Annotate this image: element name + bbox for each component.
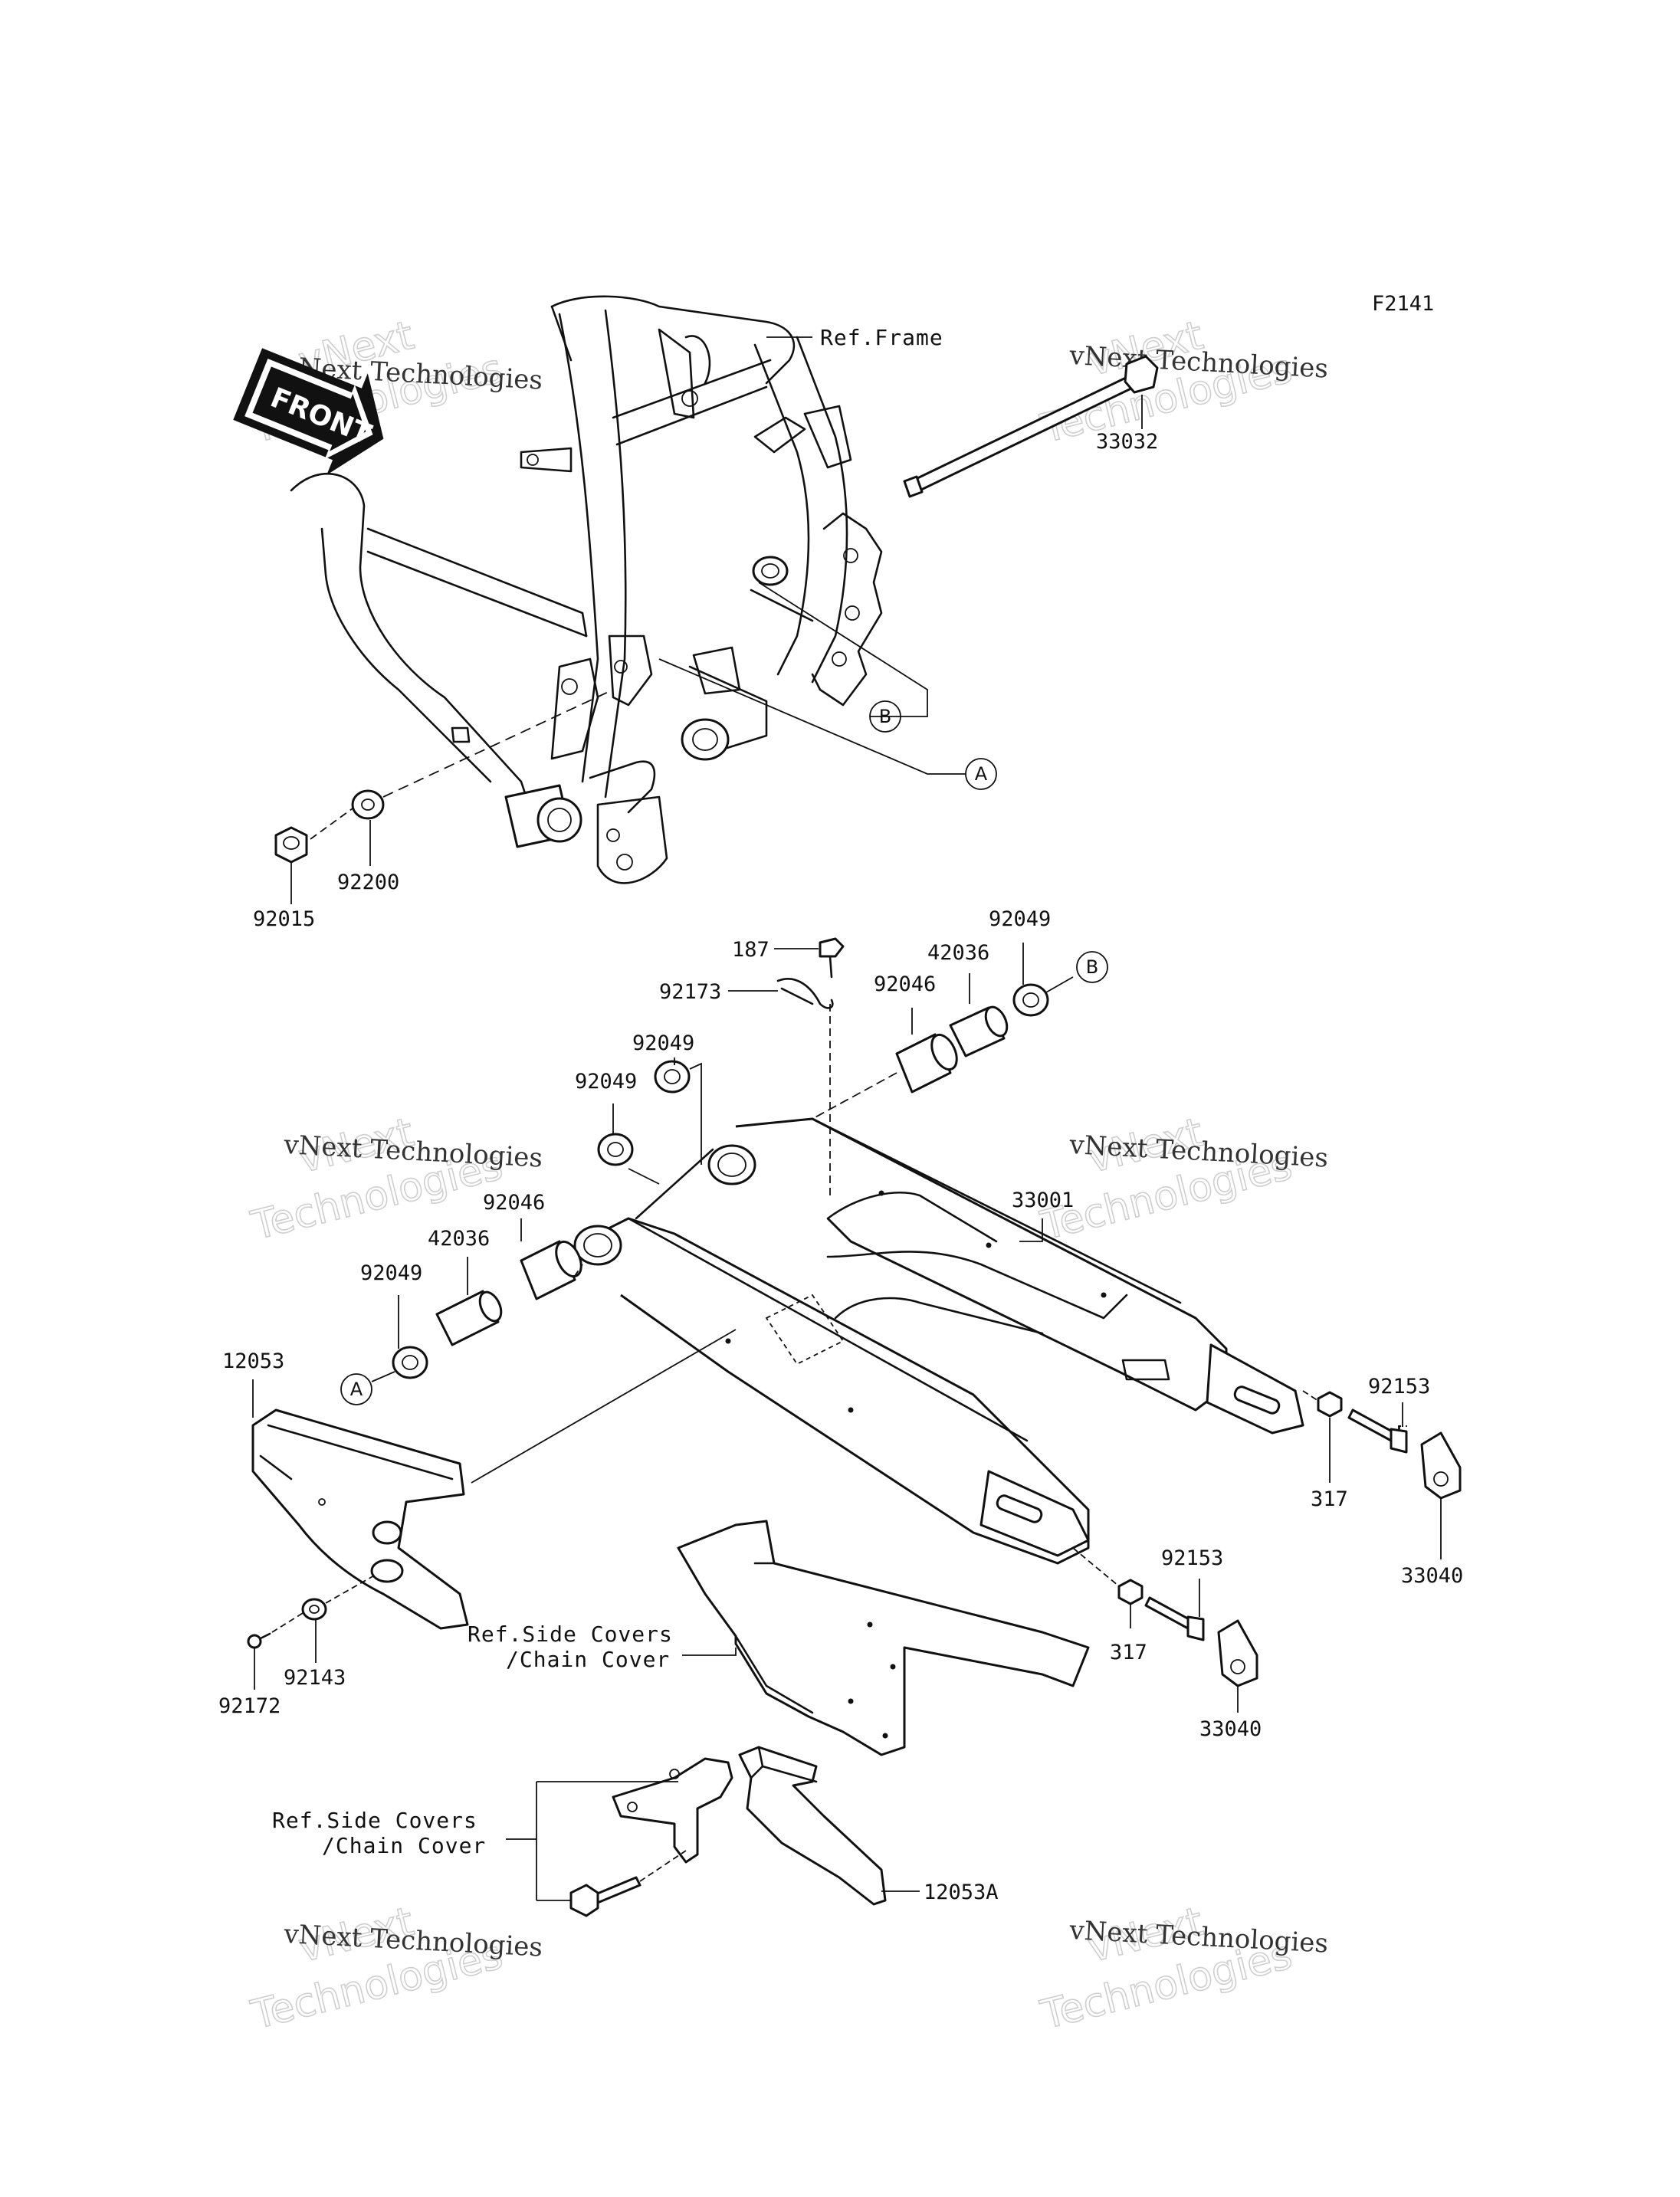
label-92153-right: 92153 (1368, 1375, 1430, 1399)
label-92200: 92200 (337, 871, 399, 894)
seal-92049-top (1012, 983, 1049, 1017)
watermark-mid-right: vNext Technologies (1035, 1109, 1297, 1250)
callout-a-top (965, 758, 997, 790)
label-42036-left: 42036 (428, 1227, 490, 1251)
axis-line-pivot (382, 689, 614, 798)
bearing-92046-top (895, 1033, 958, 1094)
bushing-42036-left (435, 1290, 503, 1346)
callout-a-mid-letter: A (350, 1379, 363, 1400)
bushing-42036-top (949, 1005, 1009, 1058)
leader-callout-b-mid (1045, 976, 1074, 993)
bolt-187 (819, 937, 845, 979)
bracket-line-92049-pair (689, 1062, 702, 1165)
watermark-mid-left: vNext Technologies (246, 1109, 507, 1250)
watermark-bottom-left: vNext Technologies (246, 1898, 507, 2039)
label-33040-mid: 33040 (1199, 1717, 1262, 1741)
adjuster-plate-33040-mid (1217, 1619, 1258, 1687)
label-317-right: 317 (1311, 1487, 1348, 1511)
nut-92015 (274, 826, 308, 864)
front-arrow-icon: FRONT (233, 348, 384, 475)
bearing-92046-left (520, 1240, 582, 1300)
leader-callout-b-top (758, 582, 928, 717)
axis-line-top-bearing (812, 1072, 897, 1120)
swingarm-33001 (573, 1117, 1304, 1565)
callout-b-mid-letter: B (1086, 956, 1098, 978)
label-187: 187 (732, 938, 769, 962)
label-92153-mid: 92153 (1161, 1546, 1223, 1570)
adjuster-plate-33040-right (1420, 1431, 1462, 1500)
label-12053: 12053 (222, 1349, 284, 1373)
clip-92173 (776, 978, 834, 1009)
seal-92049-left (392, 1346, 428, 1379)
ref-side-covers-1-line2: /Chain Cover (506, 1647, 670, 1672)
label-92049-a: 92049 (575, 1070, 637, 1094)
label-33032: 33032 (1096, 430, 1158, 454)
bracket-drawing (612, 1757, 733, 1864)
figure-code: F2141 (1372, 292, 1434, 316)
nut-317-mid (1117, 1579, 1144, 1605)
nut-317-right (1317, 1391, 1343, 1418)
callout-b-mid (1076, 951, 1108, 983)
label-92172: 92172 (218, 1694, 281, 1718)
watermark-bottom-right: vNext Technologies (1035, 1898, 1297, 2039)
flange-bolt (569, 1876, 641, 1917)
chain-guide-12053A (738, 1746, 887, 1906)
axis-line-chain-guide (471, 1329, 737, 1484)
seal-92049-a (597, 1133, 634, 1166)
callout-b-top (869, 700, 901, 733)
frame-drawing (290, 295, 883, 884)
washer-92200 (351, 789, 385, 820)
label-12053A: 12053A (924, 1881, 999, 1904)
label-42036-top: 42036 (927, 941, 989, 965)
chain-cover-drawing (677, 1520, 1090, 1756)
leader-33001 (1019, 1218, 1043, 1242)
leader-callout-a-top (658, 658, 966, 775)
callout-b-top-letter: B (879, 706, 891, 727)
callout-a-top-letter: A (975, 763, 988, 785)
bolt-92153-mid (1144, 1596, 1205, 1641)
ref-frame-label: Ref.Frame (820, 325, 943, 350)
screw-92172 (247, 1632, 271, 1649)
axis-line-nut (310, 808, 353, 840)
label-33001: 33001 (1012, 1189, 1074, 1212)
label-92049-top: 92049 (989, 907, 1051, 931)
callout-a-mid (340, 1373, 372, 1405)
label-92143: 92143 (284, 1666, 346, 1690)
label-33040-right: 33040 (1401, 1564, 1463, 1588)
label-92046-left: 92046 (483, 1191, 545, 1215)
leader-callout-a-mid (371, 1371, 395, 1382)
label-92046-top: 92046 (874, 972, 936, 996)
label-317-mid: 317 (1110, 1641, 1147, 1664)
label-92015: 92015 (253, 907, 315, 931)
label-92173: 92173 (659, 980, 721, 1004)
label-92049-left: 92049 (360, 1261, 422, 1285)
ref-side-covers-2-line1: Ref.Side Covers (272, 1808, 477, 1833)
ref-side-covers-2-line2: /Chain Cover (322, 1833, 486, 1858)
washer-92143 (301, 1598, 327, 1621)
label-92049-b: 92049 (632, 1031, 694, 1055)
ref-side-covers-1-line1: Ref.Side Covers (468, 1622, 673, 1647)
chain-guide-12053 (251, 1408, 469, 1630)
bolt-92153-right (1347, 1408, 1408, 1454)
seal-92049-b (654, 1060, 691, 1094)
leader-ref-side-covers-2 (506, 1781, 678, 1901)
leader-ref-side-covers-1 (682, 1648, 737, 1656)
pivot-axle-33032 (903, 355, 1159, 498)
